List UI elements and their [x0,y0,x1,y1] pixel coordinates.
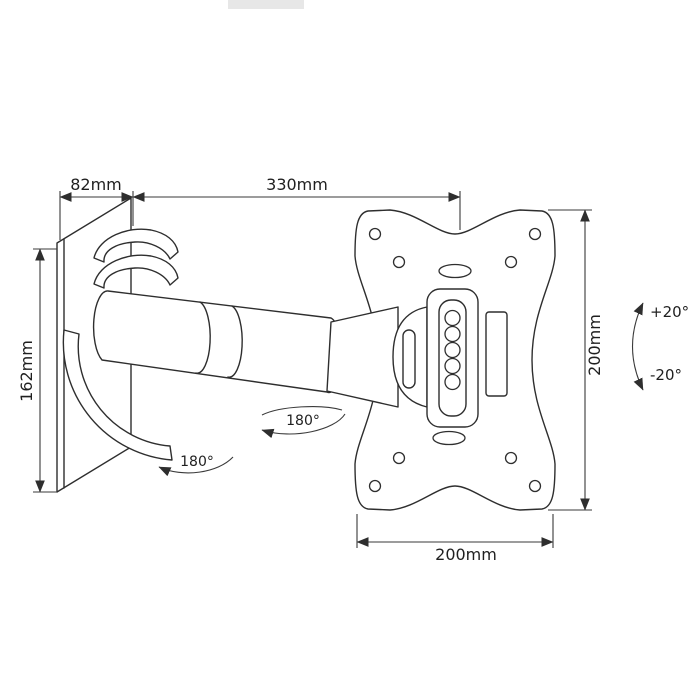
tilt-angle-annotation: +20° -20° [631,302,689,391]
arm-fork [326,306,399,408]
scan-artifact [228,0,304,9]
arm-swivel-label: 180° [286,413,320,429]
dimension-wall-offset: 82mm [59,175,134,240]
dimension-arm-extension: 330mm [132,175,461,230]
wall-hinge-drawing [93,228,179,289]
tilt-ratchet-assembly [426,288,479,428]
side-slot-rect [485,311,508,397]
clevis-slot [402,329,416,389]
swing-range-band [62,329,173,461]
tilt-down-label: -20° [650,366,682,384]
arm-swivel-annotation: 180° [261,406,346,439]
dimension-vesa-width: 200mm [356,514,554,564]
dim-label-82mm: 82mm [70,175,122,194]
bottom-slot-oval [432,430,466,446]
dim-label-330mm: 330mm [266,175,328,194]
dim-label-162mm: 162mm [17,340,36,402]
dim-label-200mm-width: 200mm [435,545,497,564]
dimension-wall-plate-height: 162mm [17,248,57,493]
articulating-arm-drawing [92,290,428,408]
top-slot-oval [438,263,472,279]
dimension-vesa-height: 200mm [548,209,604,511]
base-swivel-label: 180° [180,454,214,470]
vesa-mount-holes [368,227,542,493]
tilt-up-label: +20° [650,303,689,321]
dim-label-200mm-height: 200mm [585,314,604,376]
base-swivel-annotation: 180° [158,451,234,477]
